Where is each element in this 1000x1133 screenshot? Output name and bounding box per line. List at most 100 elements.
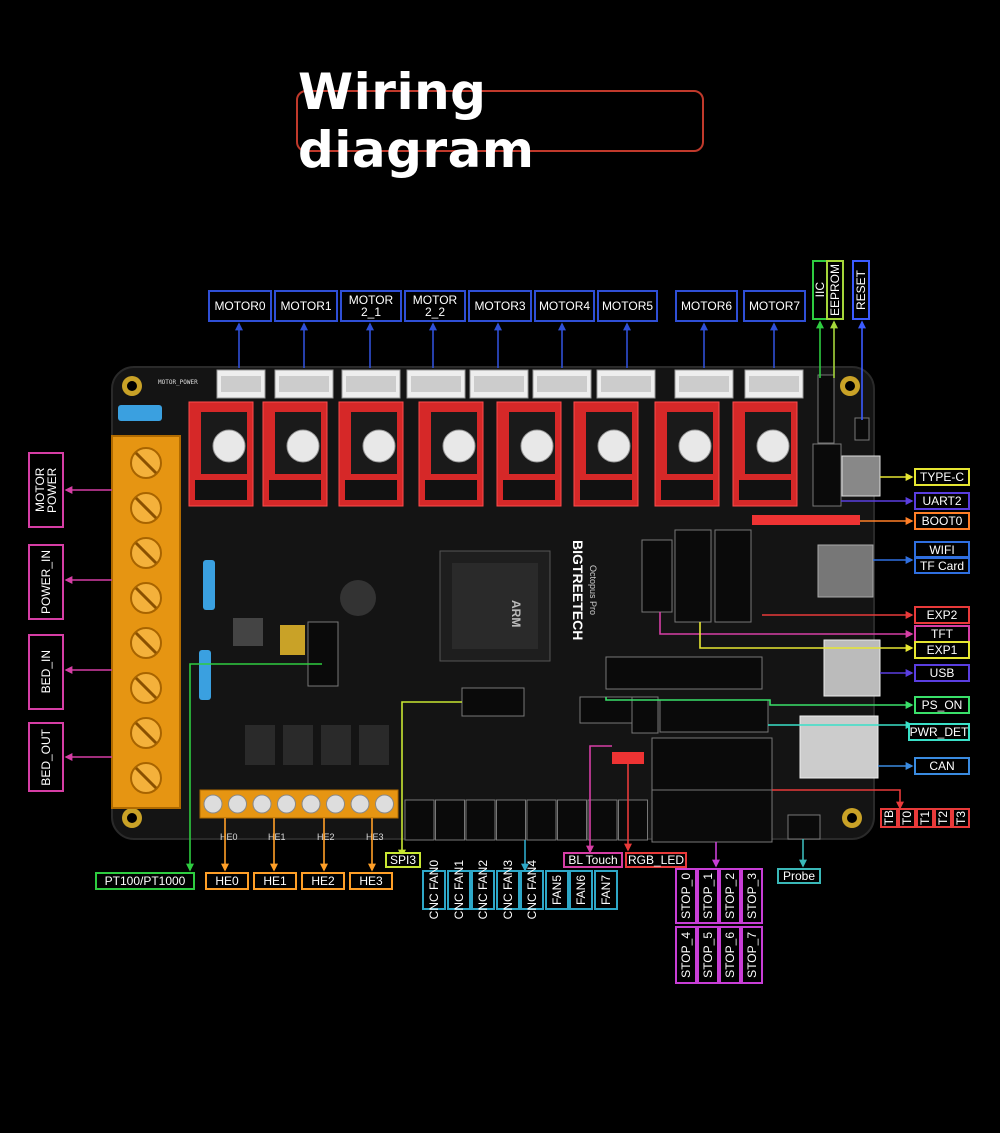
stop-bottom-2-label: STOP_6 xyxy=(719,926,741,984)
probe-label-text: Probe xyxy=(782,869,816,883)
power-in-label: POWER_IN xyxy=(28,544,64,620)
terminal-screw xyxy=(375,794,394,814)
type-c-label: TYPE-C xyxy=(914,468,970,486)
heater-terminal-block xyxy=(199,789,399,819)
fan-header xyxy=(465,799,496,841)
motor1-label: MOTOR1 xyxy=(274,290,338,322)
therm-t1-label: T1 xyxy=(916,808,934,828)
pwr-det-label-text: PWR_DET xyxy=(909,725,969,739)
type-c-port xyxy=(841,455,881,497)
exp1-label-text: EXP1 xyxy=(926,643,958,657)
motor7-label: MOTOR7 xyxy=(743,290,806,322)
fan-5-label: FAN5 xyxy=(544,870,569,910)
fan-2-label-text: CNC FAN2 xyxy=(476,860,490,920)
eeprom-label-text: EEPROM xyxy=(828,263,842,316)
boot-header xyxy=(752,515,860,525)
mcu-chip: ARM xyxy=(439,550,551,662)
connection-line xyxy=(605,697,914,709)
he3-label: HE3 xyxy=(349,872,393,890)
controller-board: MOTOR_POWER ARM BIGTREETECH Octopus Pro xyxy=(111,366,881,843)
terminal-screw xyxy=(301,794,321,814)
fan-header xyxy=(526,799,557,841)
fan-header xyxy=(557,799,587,841)
motor5-label: MOTOR5 xyxy=(597,290,658,322)
connection-line xyxy=(772,789,904,810)
stop-top-2-label-text: STOP_2 xyxy=(723,873,737,919)
fan-header xyxy=(587,799,618,841)
silkscreen-brand: BIGTREETECH xyxy=(570,540,586,640)
fan-4-label: CNC FAN4 xyxy=(520,860,544,920)
motor5-label-text: MOTOR5 xyxy=(601,299,654,313)
can-label: CAN xyxy=(914,757,970,775)
tf-card-label: TF Card xyxy=(914,557,970,574)
exp1-label: EXP1 xyxy=(914,641,970,659)
can-label-text: CAN xyxy=(929,759,955,773)
reset-label-text: RESET xyxy=(854,269,868,310)
uart2-header xyxy=(812,443,842,507)
motor6-label-text: MOTOR6 xyxy=(680,299,733,313)
iic-label-text: IIC xyxy=(813,282,827,298)
motor7-label-text: MOTOR7 xyxy=(748,299,801,313)
terminal-screw xyxy=(252,794,272,814)
fuse-icon xyxy=(118,405,162,421)
rgb-led-label: RGB_LED xyxy=(625,852,687,868)
tft-header xyxy=(641,539,673,613)
stop-bottom-3-label-text: STOP_7 xyxy=(745,932,759,978)
silkscreen-motor-power: MOTOR_POWER xyxy=(158,379,198,386)
bed-in-label-text: BED_IN xyxy=(39,650,53,694)
pt100-label: PT100/PT1000 xyxy=(95,872,195,890)
capacitor xyxy=(280,625,305,655)
motor0-label: MOTOR0 xyxy=(208,290,272,322)
therm-t0-label-text: T0 xyxy=(900,810,914,825)
therm-t0-label: T0 xyxy=(898,808,916,828)
reset-label: RESET xyxy=(852,260,870,320)
buzzer xyxy=(340,580,376,616)
motor2-1-label-line-1: MOTOR xyxy=(348,293,394,307)
bed-out-label-text: BED_OUT xyxy=(39,728,53,786)
usb-label-text: USB xyxy=(929,666,955,680)
silkscreen-model: Octopus Pro xyxy=(588,565,598,615)
usb-a-port xyxy=(823,639,881,697)
he3-label-text: HE3 xyxy=(359,874,383,888)
pwr-det-header xyxy=(659,699,769,733)
fan-header xyxy=(496,799,526,841)
connection-line xyxy=(186,663,322,872)
terminal-screw xyxy=(228,794,247,814)
fan-2-label: CNC FAN2 xyxy=(471,860,495,920)
motor3-label: MOTOR3 xyxy=(468,290,532,322)
stop-bottom-1-label-text: STOP_5 xyxy=(701,932,715,978)
therm-t2-label-text: T2 xyxy=(936,810,950,825)
fan-5-label-text: FAN5 xyxy=(549,874,564,905)
motor4-label: MOTOR4 xyxy=(534,290,595,322)
uart2-label-text: UART2 xyxy=(922,494,962,508)
therm-t1-label-text: T1 xyxy=(918,810,932,825)
fan-3-label: CNC FAN3 xyxy=(495,860,520,920)
spi3-header xyxy=(461,687,525,717)
probe-header xyxy=(787,814,821,840)
stop-top-1-label-text: STOP_1 xyxy=(701,873,715,919)
iic-eeprom-header xyxy=(817,374,835,444)
motor3-label-text: MOTOR3 xyxy=(474,299,526,313)
fan-header xyxy=(435,799,465,841)
stop-bottom-1-label: STOP_5 xyxy=(697,926,719,984)
stop-top-0-label-text: STOP_0 xyxy=(679,873,693,919)
fan-6-label-text: FAN6 xyxy=(574,874,588,905)
eeprom-label: EEPROM xyxy=(826,260,844,320)
heater-mosfets xyxy=(245,725,389,765)
terminal-screw xyxy=(203,794,223,814)
title-box: Wiring diagram xyxy=(296,63,704,179)
silk-he3: HE3 xyxy=(366,832,384,842)
motor2-2-label-line-2: 2_2 xyxy=(424,305,446,319)
connection-line xyxy=(659,612,914,638)
motor6-label: MOTOR6 xyxy=(675,290,738,322)
motor1-label-text: MOTOR1 xyxy=(280,299,332,313)
exp2-label-text: EXP2 xyxy=(926,608,958,622)
he0-label: HE0 xyxy=(205,872,249,890)
pwr-det-label: PWR_DET xyxy=(908,723,970,741)
wifi-label-text: WIFI xyxy=(929,542,955,557)
stop-top-1-label: STOP_1 xyxy=(697,868,719,924)
connection-line xyxy=(699,622,914,652)
stop-top-3-label: STOP_3 xyxy=(741,868,763,924)
